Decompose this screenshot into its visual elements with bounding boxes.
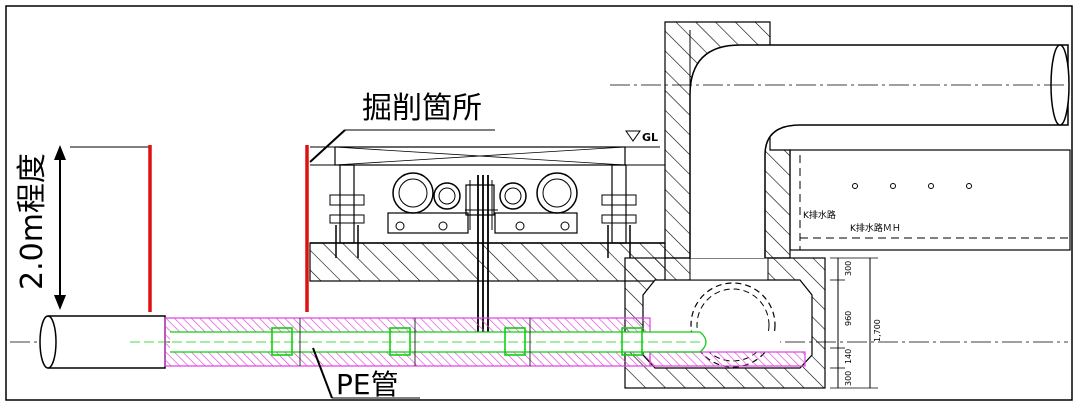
dim-300-top: 300 — [844, 261, 853, 276]
dim-1700: 1,700 — [873, 319, 882, 342]
gl-label: GL — [642, 131, 658, 144]
depth-arrow — [54, 145, 66, 310]
drain-mh-label: K排水路ＭＨ — [850, 222, 901, 234]
pipe-label: PE管 — [336, 368, 399, 401]
pipe-group-right — [494, 172, 578, 234]
drain-channel — [789, 149, 1071, 251]
pipe-group-left — [387, 172, 469, 234]
right-support — [601, 164, 637, 258]
dim-140: 140 — [844, 349, 853, 364]
dimension-lines — [830, 257, 878, 389]
left-support — [329, 164, 365, 258]
frame — [5, 5, 1073, 401]
pe-pipe-assembly — [130, 317, 806, 367]
gl-marker — [625, 130, 641, 142]
drain-label: K排水路 — [803, 209, 836, 221]
depth-label: 2.0m程度 — [15, 153, 50, 290]
central-hanger — [465, 175, 498, 332]
pipe-leader — [312, 347, 333, 399]
dim-300-bottom: 300 — [844, 371, 853, 386]
dim-960: 960 — [844, 311, 853, 326]
excavation-label: 掘削箇所 — [362, 91, 482, 126]
excavation-leader — [309, 129, 346, 163]
